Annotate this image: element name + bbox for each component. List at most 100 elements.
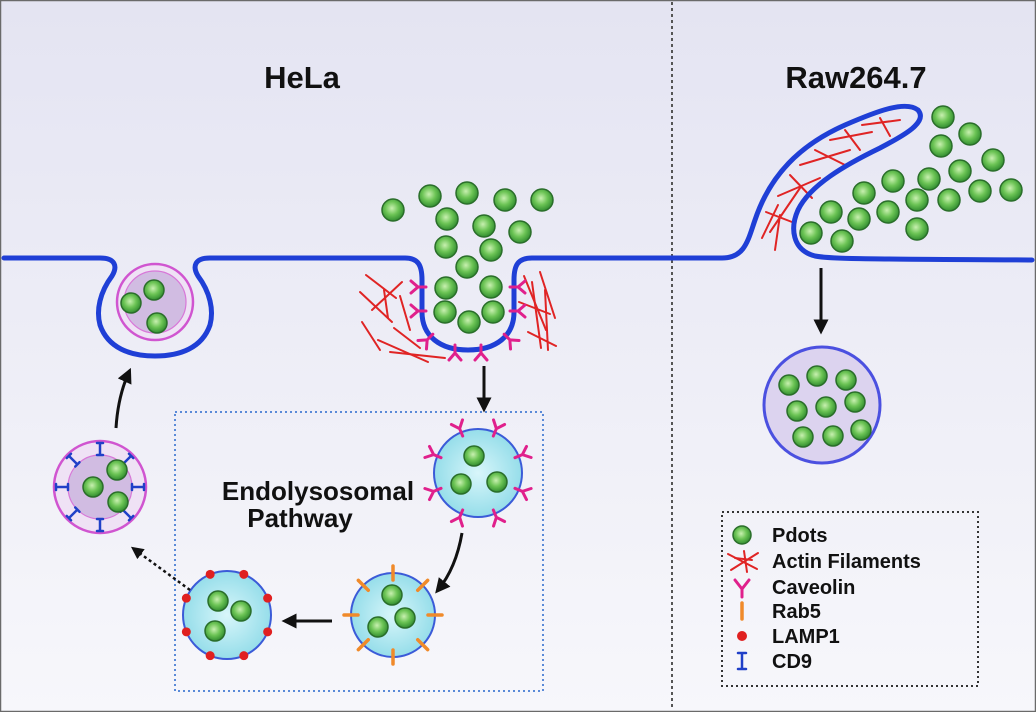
raw-title: Raw264.7 <box>785 60 926 95</box>
pdot <box>481 300 505 324</box>
pdot <box>850 419 872 441</box>
hela-pdot-cluster <box>381 181 554 334</box>
legend-label: Pdots <box>772 525 828 547</box>
actin-filament <box>377 339 429 363</box>
caveolin-marker <box>513 444 533 460</box>
plasma-membrane <box>1 103 1035 359</box>
actin-filament <box>844 129 861 151</box>
caveolin-icon <box>733 578 751 599</box>
rab5-marker <box>415 637 430 652</box>
actin-filament <box>814 149 846 166</box>
pdot <box>917 167 941 191</box>
actin-filament <box>799 149 851 166</box>
pdot <box>434 235 458 259</box>
caveolin-marker <box>449 418 465 438</box>
lamp1-marker <box>263 593 273 603</box>
pdot <box>822 425 844 447</box>
arrow-to-exocytosis <box>114 367 132 429</box>
actin-filament <box>861 119 901 126</box>
pathway-label-line1: Endolysosomal <box>222 476 414 506</box>
actin-filament <box>774 214 781 251</box>
pdot <box>107 491 129 513</box>
pdot <box>844 391 866 413</box>
cd9-marker <box>95 441 105 457</box>
pdot-icon <box>732 525 752 545</box>
caveolin-marker <box>473 343 489 362</box>
pdot <box>508 220 532 244</box>
caveolin-coat <box>409 279 527 362</box>
lamp1-marker <box>181 593 191 603</box>
legend-label: CD9 <box>772 651 812 673</box>
cd9-vesicle-pdots <box>82 459 129 513</box>
pdot <box>120 292 142 314</box>
pdot <box>493 188 517 212</box>
pdot <box>418 184 442 208</box>
pdot <box>455 181 479 205</box>
legend-label: Rab5 <box>772 601 821 623</box>
pdot <box>792 426 814 448</box>
caveolin-marker <box>423 444 443 460</box>
raw-pdot-cluster <box>799 105 1023 253</box>
pdot <box>435 207 459 231</box>
actin-filament <box>365 274 397 299</box>
pdot <box>905 188 929 212</box>
legend-label: Caveolin <box>772 577 855 599</box>
pdot <box>479 275 503 299</box>
pdot <box>450 473 472 495</box>
actin-filaments-raw <box>761 117 901 251</box>
caveolin-marker <box>447 343 463 362</box>
pdot <box>830 229 854 253</box>
arrow-to-rab5 <box>435 532 464 594</box>
caveolin-marker <box>502 332 521 351</box>
caveolin-marker <box>423 486 443 502</box>
pdot <box>852 181 876 205</box>
cd9-marker <box>130 482 146 492</box>
caveolin-vesicle-markers <box>423 418 533 528</box>
pdot <box>479 238 503 262</box>
macropinosome <box>762 345 882 465</box>
actin-filament <box>389 351 446 359</box>
actin-filament <box>769 187 801 233</box>
pdot <box>958 122 982 146</box>
pdot <box>455 255 479 279</box>
lamp1-marker <box>205 651 215 661</box>
actin-filaments-hela <box>359 271 557 363</box>
pdot <box>806 365 828 387</box>
legend-label: Actin Filaments <box>772 551 921 573</box>
cd9-marker <box>54 482 70 492</box>
cd9-marker-icon <box>736 651 748 671</box>
pdot <box>905 217 929 241</box>
pdot <box>457 310 481 334</box>
actin-filament <box>544 289 549 351</box>
lamp1-lysosome-pdots <box>204 590 252 642</box>
lamp1-marker <box>205 569 215 579</box>
lamp1-lysosome-membrane <box>182 570 272 660</box>
lamp1-markers <box>181 569 273 661</box>
pdot <box>434 276 458 300</box>
pdot <box>799 221 823 245</box>
actin-filament <box>527 331 557 347</box>
caveolin-marker <box>409 303 428 319</box>
actin-filament <box>879 117 891 137</box>
pdot <box>433 300 457 324</box>
pdot <box>937 188 961 212</box>
lamp1-lysosome <box>181 569 273 661</box>
caveolin-marker <box>449 508 465 528</box>
actin-filament-icon <box>727 550 759 573</box>
pdot <box>486 471 508 493</box>
pdot <box>82 476 104 498</box>
pdot <box>381 584 403 606</box>
cd9-vesicle <box>52 439 148 535</box>
actin-filament <box>383 289 389 319</box>
lamp1-marker <box>239 569 249 579</box>
pdot <box>463 445 485 467</box>
caveolin-marker <box>508 303 527 319</box>
pdot <box>835 369 857 391</box>
hela-title: HeLa <box>264 60 341 95</box>
exocytosis-vesicle-pdots <box>120 279 168 334</box>
endolysosomal-pathway-box <box>174 411 544 692</box>
caveolin-marker <box>491 418 507 438</box>
lamp1-marker-icon <box>737 631 747 641</box>
pdot <box>778 374 800 396</box>
